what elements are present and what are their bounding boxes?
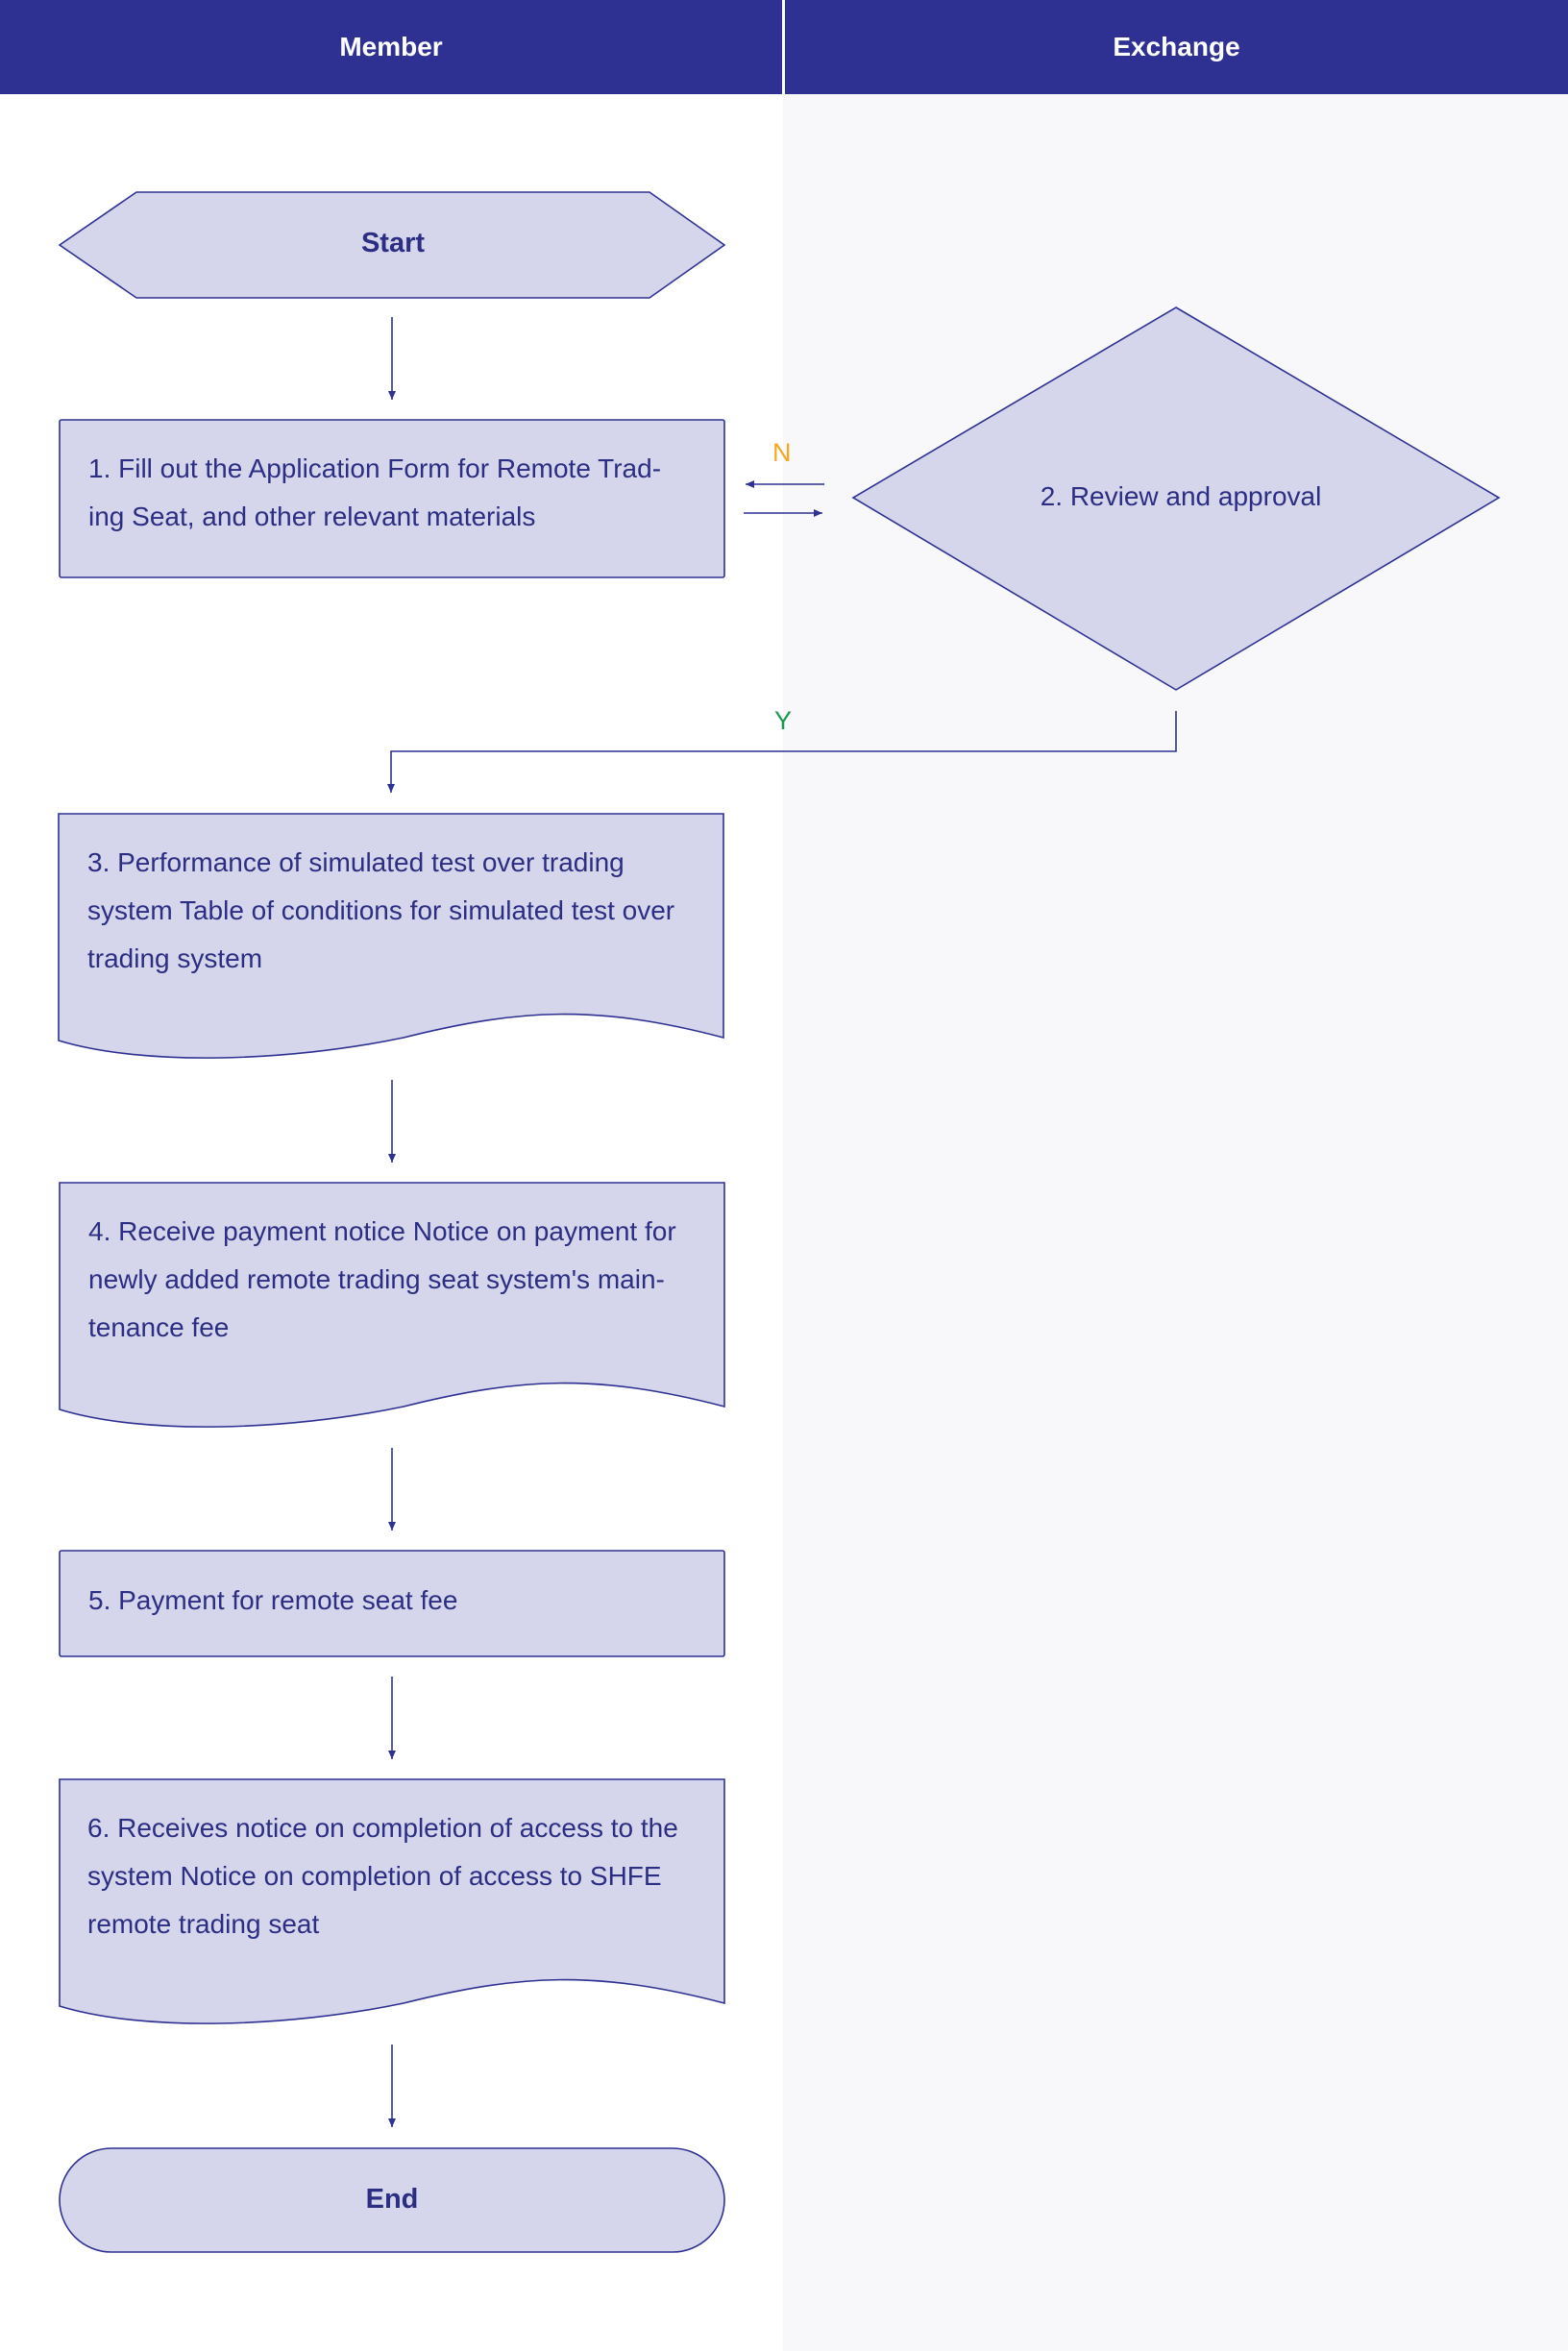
step5-box — [59, 1550, 725, 1657]
step3-document — [58, 813, 724, 1059]
step1-label: 1. Fill out the Application Form for Rem… — [88, 453, 662, 531]
header-divider — [782, 0, 785, 94]
step5-label: 5. Payment for remote seat fee — [88, 1585, 458, 1615]
end-label: End — [365, 2184, 419, 2215]
edge-label-no: N — [772, 438, 792, 467]
lane-header-member: Member — [0, 0, 782, 94]
step6-label: 6. Receives notice on completion of acce… — [87, 1813, 678, 1939]
step2-decision — [851, 306, 1501, 691]
lane-header-exchange: Exchange — [785, 0, 1568, 94]
step2-label: 2. Review and approval — [1040, 481, 1322, 511]
end-shape — [59, 2147, 725, 2253]
start-shape — [58, 191, 726, 299]
start-label: Start — [360, 228, 426, 258]
arrow-step2-to-step3-yes — [387, 711, 1177, 793]
step3-label: 3. Performance of simulated test over tr… — [87, 847, 675, 973]
edge-label-yes: Y — [774, 706, 793, 735]
step4-document — [59, 1182, 725, 1428]
step6-document — [59, 1778, 725, 2024]
step4-label: 4. Receive payment notice Notice on paym… — [88, 1216, 676, 1342]
step1-box — [59, 419, 725, 578]
